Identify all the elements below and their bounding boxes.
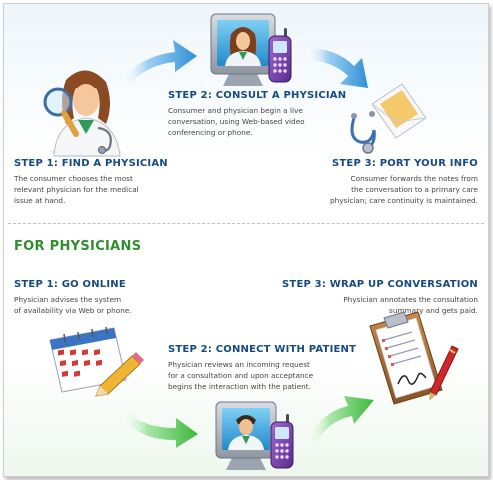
video-call-monitor-icon	[215, 401, 277, 470]
step3-port-title: STEP 3: PORT YOUR INFO	[332, 158, 478, 169]
section-divider	[8, 223, 484, 224]
step1-find-text: The consumer chooses the most relevant p…	[14, 174, 139, 205]
step2-consult-title: STEP 2: CONSULT A PHYSICIAN	[168, 90, 347, 101]
envelope-stethoscope-icon	[350, 83, 427, 154]
video-call-monitor-icon	[210, 13, 276, 86]
step2-connect-text: Physician reviews an incoming request fo…	[168, 360, 314, 391]
step2-connect-title: STEP 2: CONNECT WITH PATIENT	[168, 344, 357, 355]
mobile-phone-icon	[270, 414, 294, 469]
step1-online-title: STEP 1: GO ONLINE	[14, 279, 126, 290]
clipboard-pen-icon	[369, 311, 459, 405]
calendar-pencil-icon	[49, 326, 144, 397]
step3-wrapup-title: STEP 3: WRAP UP CONVERSATION	[282, 279, 478, 290]
step2-consult-text: Consumer and physician begin a live conv…	[168, 106, 305, 137]
step1-find-title: STEP 1: FIND A PHYSICIAN	[14, 158, 168, 169]
doctor-magnifier-icon	[43, 70, 122, 157]
diagram-frame: STEP 2: CONSULT A PHYSICIAN Consumer and…	[3, 3, 489, 477]
step1-online-text: Physician advises the system of availabi…	[14, 295, 132, 315]
arrow-icon	[121, 40, 197, 84]
arrow-icon	[306, 48, 368, 88]
step3-wrapup-text: Physician annotates the consultation sum…	[343, 295, 478, 315]
arrow-icon	[120, 402, 198, 448]
physicians-section-title: FOR PHYSICIANS	[14, 239, 142, 254]
mobile-phone-icon	[268, 28, 292, 83]
step3-port-text: Consumer forwards the notes from the con…	[329, 174, 478, 205]
arrow-icon	[306, 396, 374, 442]
